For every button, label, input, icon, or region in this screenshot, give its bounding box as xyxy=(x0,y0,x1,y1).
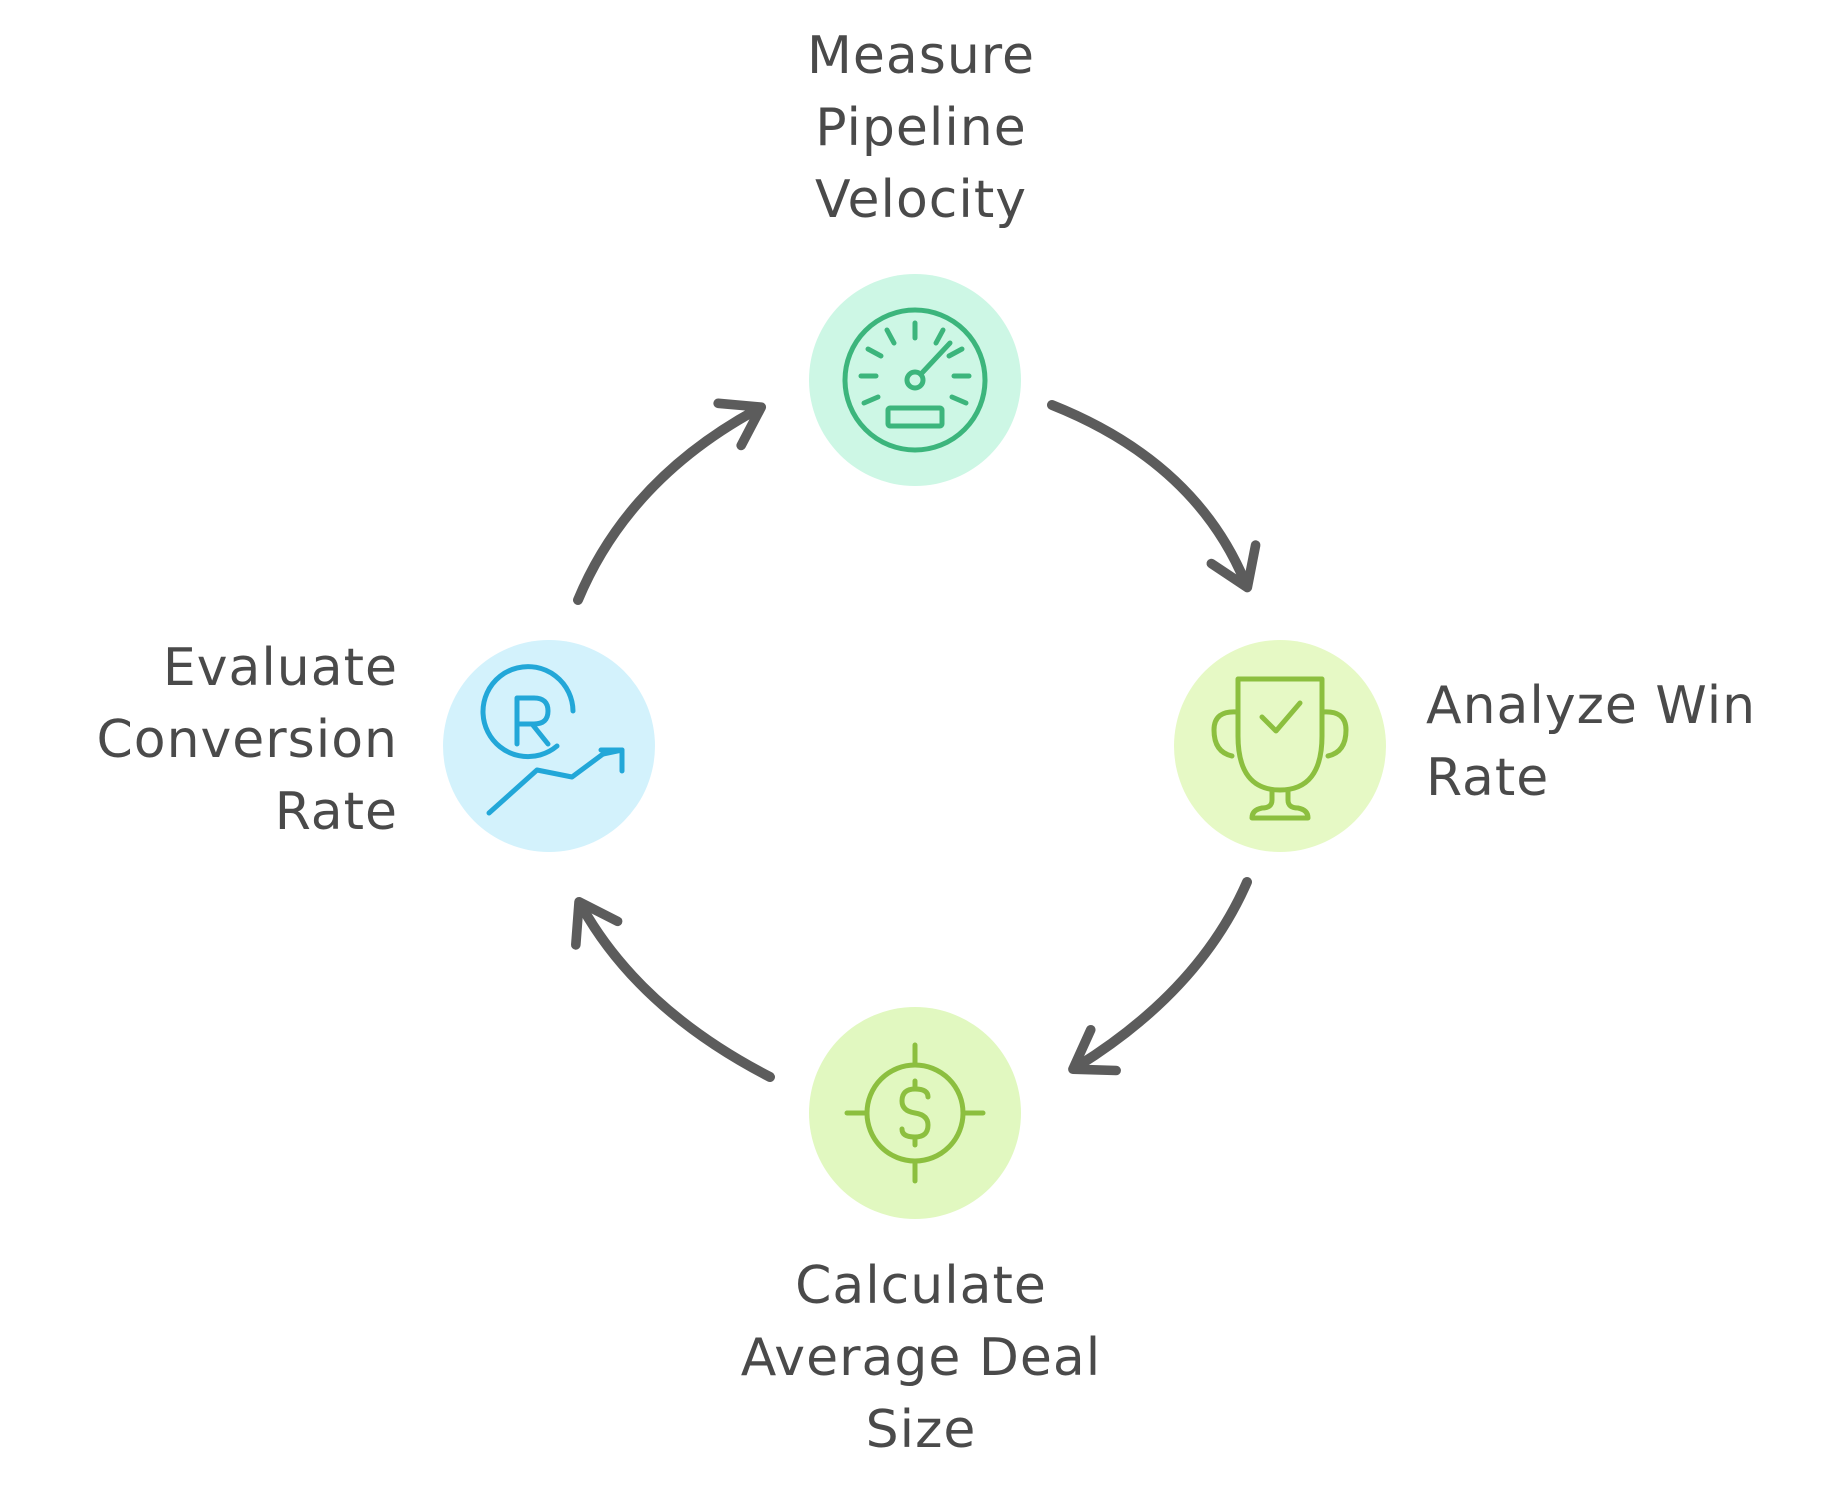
label-line: Analyze Win xyxy=(1426,676,1757,736)
arrow-calculate-to-evaluate xyxy=(571,896,775,1082)
label-line: Pipeline xyxy=(815,98,1027,158)
label-line: Rate xyxy=(274,782,398,842)
label-line: Size xyxy=(865,1400,977,1460)
node-evaluate-conversion-rate xyxy=(443,640,655,852)
label-evaluate-conversion-rate: Evaluate Conversion Rate xyxy=(20,632,398,848)
dollar-target-icon xyxy=(844,1042,986,1184)
registered-growth-icon xyxy=(480,664,625,816)
label-line: Calculate xyxy=(795,1256,1047,1316)
label-line: Velocity xyxy=(815,170,1027,230)
speedometer-icon xyxy=(842,307,988,453)
arrow-evaluate-to-measure xyxy=(573,398,767,605)
arrow-measure-to-analyze xyxy=(1047,400,1261,593)
trophy-check-icon xyxy=(1211,676,1349,821)
arrow-analyze-to-calculate xyxy=(1068,877,1252,1076)
label-measure-pipeline-velocity: Measure Pipeline Velocity xyxy=(671,20,1171,236)
label-analyze-win-rate: Analyze Win Rate xyxy=(1426,670,1842,814)
label-line: Average Deal xyxy=(740,1328,1102,1388)
node-analyze-win-rate xyxy=(1174,640,1386,852)
label-calculate-average-deal-size: Calculate Average Deal Size xyxy=(671,1250,1171,1466)
label-line: Measure xyxy=(807,26,1035,86)
node-calculate-average-deal-size xyxy=(809,1007,1021,1219)
label-line: Evaluate xyxy=(162,638,398,698)
node-measure-pipeline-velocity xyxy=(809,274,1021,486)
label-line: Conversion xyxy=(96,710,398,770)
node-circle xyxy=(1174,640,1386,852)
node-circle xyxy=(809,274,1021,486)
label-line: Rate xyxy=(1426,748,1550,808)
